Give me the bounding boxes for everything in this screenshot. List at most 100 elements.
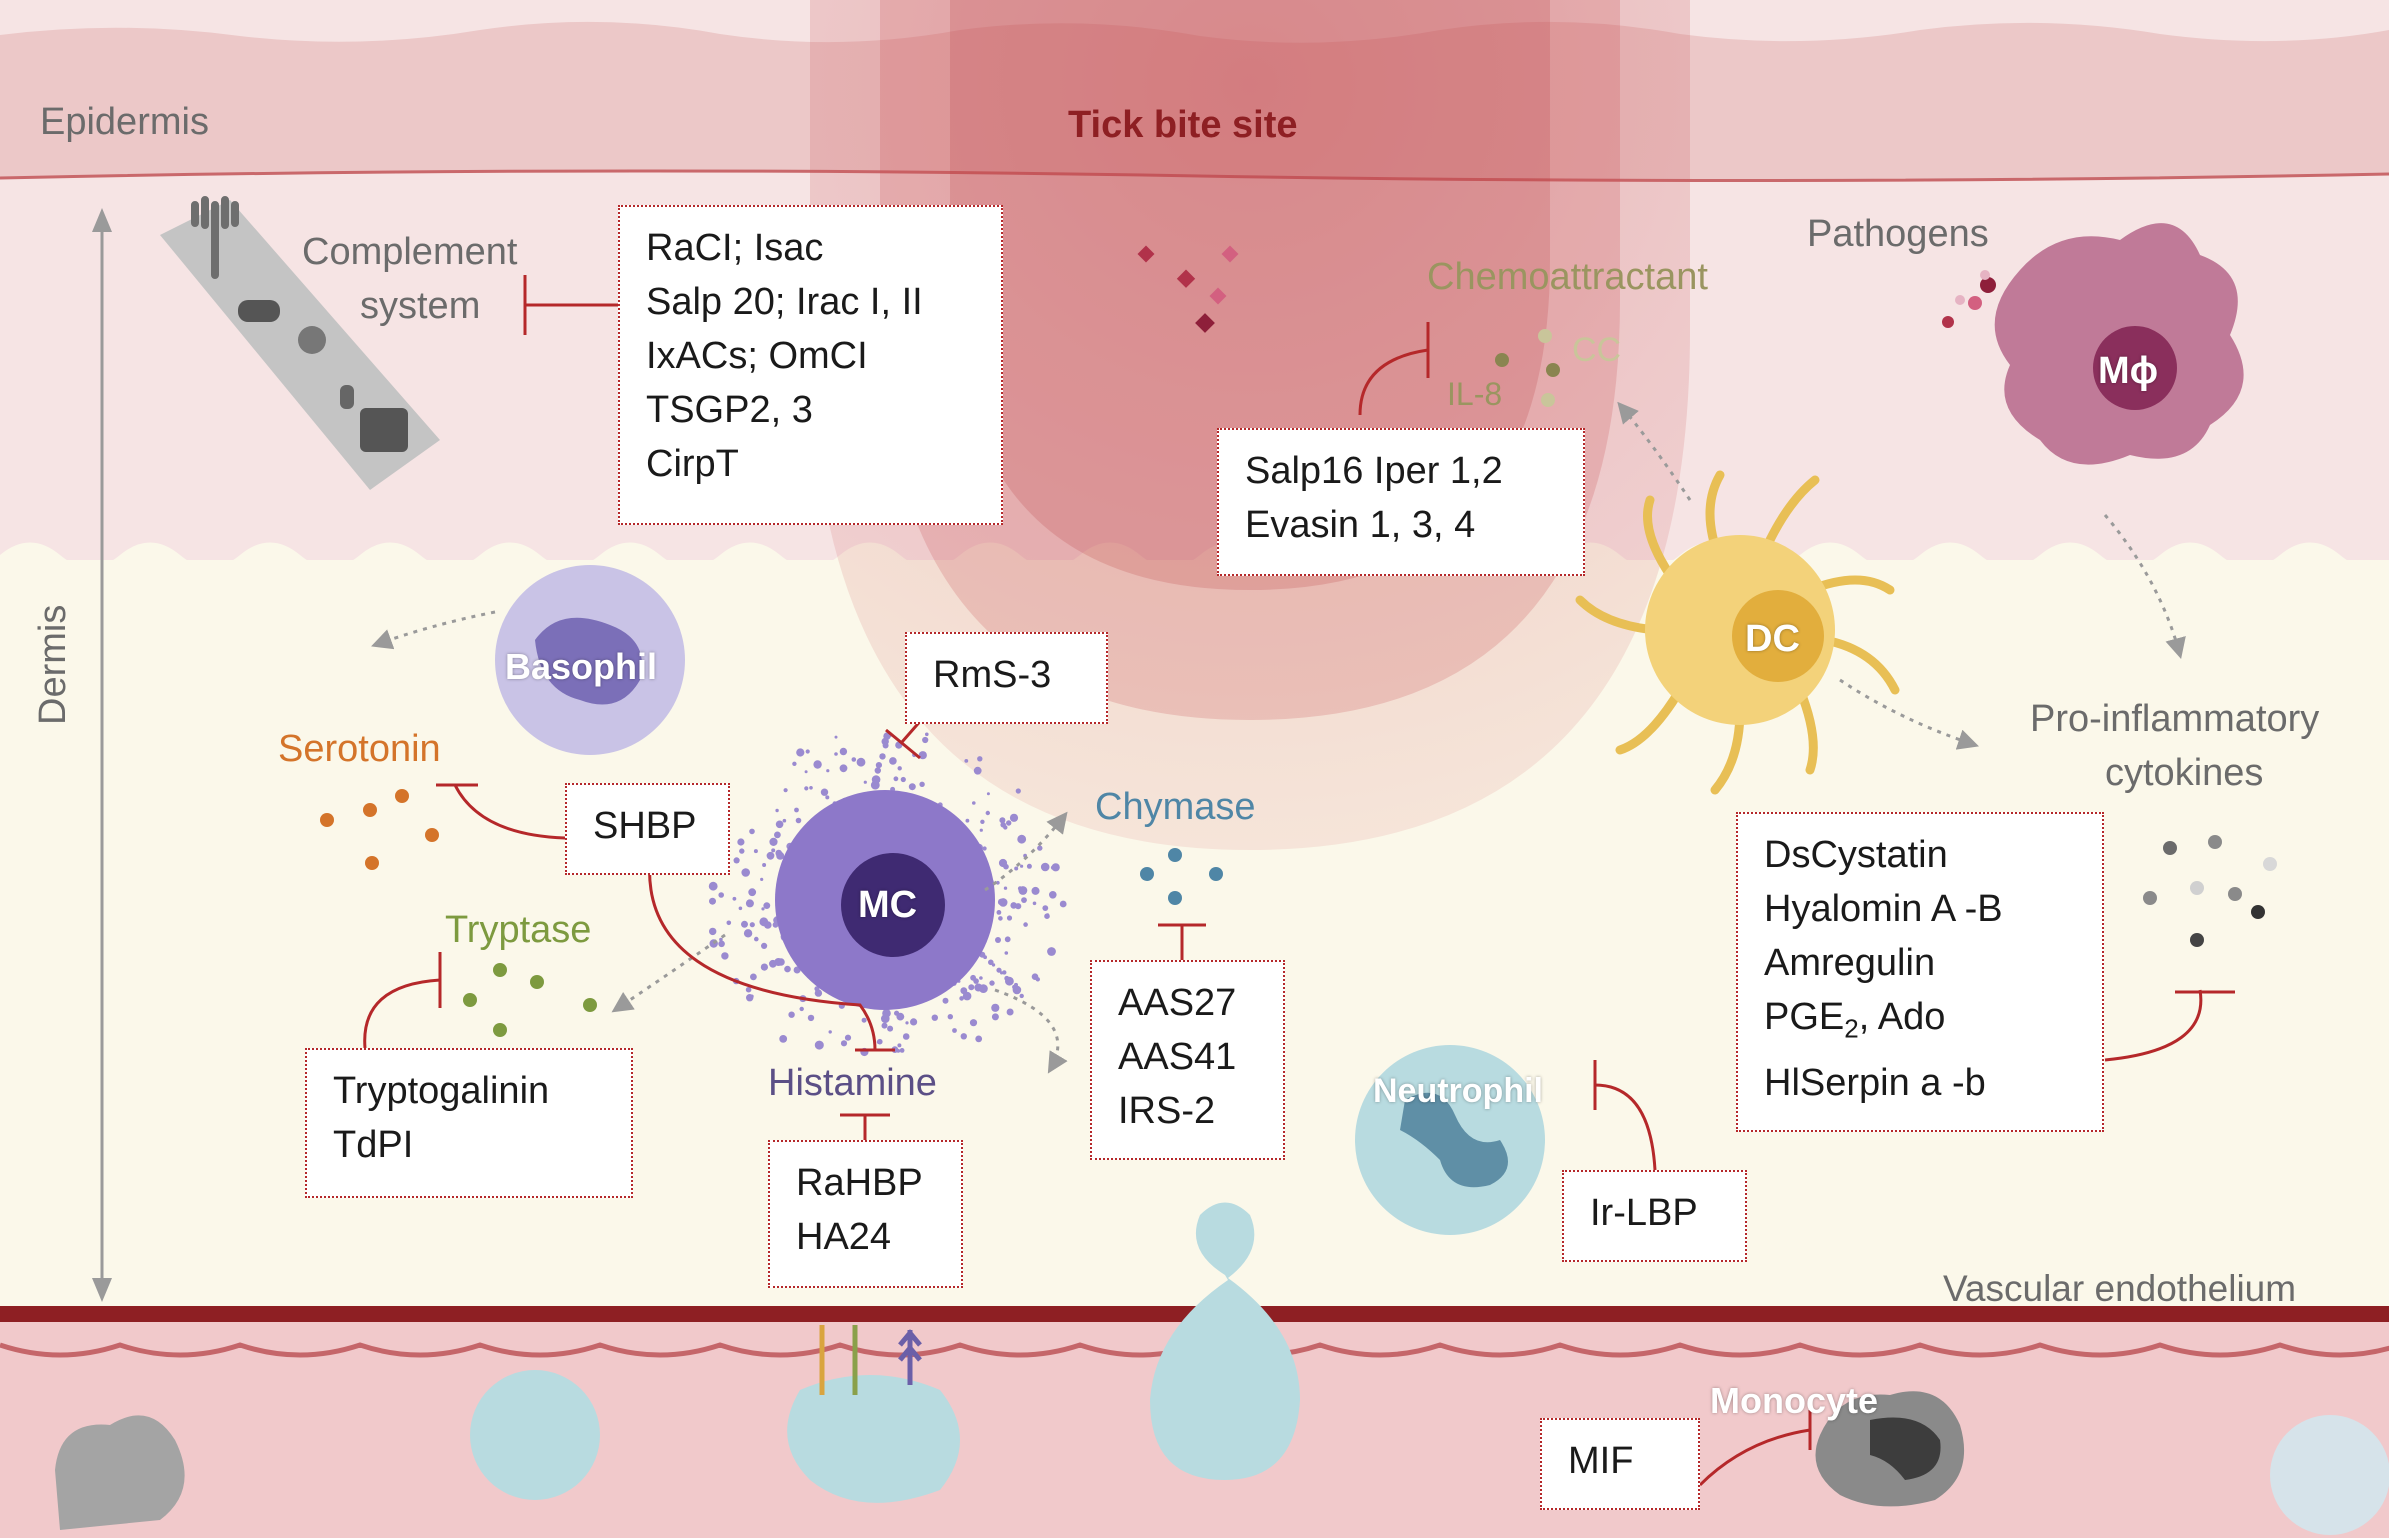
box-line: Tryptogalinin	[333, 1070, 550, 1112]
granule	[745, 986, 752, 993]
granule	[761, 907, 765, 911]
monocyte-label: Monocyte	[1710, 1380, 1879, 1421]
rms3-box: RmS-3	[905, 632, 1108, 724]
granule	[844, 1034, 852, 1041]
granule	[996, 910, 1002, 915]
granule	[897, 1043, 902, 1048]
granule	[991, 963, 996, 967]
granule	[759, 917, 769, 927]
granule	[918, 751, 927, 760]
granule	[775, 808, 779, 813]
box-line: PGE2, Ado	[1764, 990, 2076, 1056]
complement-label-line1: Complement	[302, 231, 518, 273]
basophil-nucleus	[535, 617, 642, 705]
granule	[763, 902, 771, 909]
granule	[1059, 900, 1067, 908]
il8-label: IL-8	[1447, 376, 1503, 412]
granule	[998, 898, 1008, 907]
granule	[991, 1013, 999, 1021]
granule	[1037, 845, 1043, 851]
box-line: Amregulin	[1764, 942, 1936, 984]
serotonin-dots	[320, 789, 439, 870]
granule	[1004, 951, 1009, 955]
granule	[889, 757, 897, 765]
granule	[839, 764, 848, 773]
granule	[708, 881, 718, 891]
ado-text: , Ado	[1858, 996, 1946, 1038]
granule	[834, 735, 838, 739]
granule	[989, 980, 995, 986]
granule	[965, 818, 970, 823]
granule	[959, 996, 964, 1001]
box-line: IRS-2	[1118, 1090, 1216, 1132]
ir-lbp-box: Ir-LBP	[1562, 1170, 1747, 1262]
granule	[741, 920, 748, 928]
box-line: Salp 20; Irac I, II	[646, 281, 923, 323]
granule	[769, 959, 777, 968]
granule	[876, 1040, 881, 1044]
granule	[973, 978, 979, 984]
pro-inflammatory-label-line2: cytokines	[2105, 752, 2264, 794]
mast-cell-nucleus	[841, 853, 945, 957]
granule	[1019, 993, 1024, 999]
box-line: IxACs; OmCI	[646, 335, 868, 377]
pge-text: PGE	[1764, 996, 1845, 1038]
granule	[748, 888, 757, 897]
granule	[1050, 865, 1056, 870]
granule	[754, 936, 759, 942]
granule	[969, 1019, 978, 1027]
granule	[1015, 903, 1022, 910]
granule	[1032, 901, 1037, 906]
granule	[766, 851, 775, 860]
box-line: SHBP	[593, 805, 697, 847]
granule	[739, 848, 745, 854]
granule	[988, 959, 994, 966]
granule	[1000, 971, 1004, 975]
tryptase-dots	[463, 963, 597, 1037]
granule	[834, 752, 838, 756]
granule	[902, 1033, 910, 1040]
vascular-endothelium-label: Vascular endothelium	[1943, 1268, 2297, 1309]
granule	[1012, 985, 1022, 995]
granule	[726, 920, 732, 926]
granule	[998, 916, 1003, 921]
granule	[881, 1014, 890, 1023]
granule	[960, 1033, 967, 1040]
granule	[718, 940, 725, 948]
granule	[1006, 1008, 1014, 1016]
monocyte-nucleus	[1870, 1417, 1941, 1480]
vessel-mast-like-cell	[787, 1375, 960, 1503]
chymase-dots	[1140, 848, 1223, 905]
granule	[1049, 891, 1057, 899]
granule	[931, 1014, 938, 1021]
granule	[863, 780, 867, 784]
granule	[879, 753, 886, 760]
granule	[919, 781, 925, 787]
box-line: RmS-3	[933, 654, 1052, 696]
granule	[1042, 905, 1049, 911]
granule	[986, 792, 990, 796]
box-line: TSGP2, 3	[646, 389, 813, 431]
granule	[910, 1018, 918, 1026]
vessel-cell-grey	[55, 1415, 185, 1530]
chymase-label: Chymase	[1095, 786, 1256, 828]
granule	[898, 1014, 905, 1020]
granule	[732, 896, 737, 901]
granule	[769, 837, 778, 847]
granule	[839, 747, 848, 756]
box-line: HA24	[796, 1216, 892, 1258]
granule	[899, 1048, 905, 1053]
box-line: Evasin 1, 3, 4	[1245, 504, 1476, 546]
box-line: Salp16 Iper 1,2	[1245, 450, 1503, 492]
granule	[977, 756, 983, 762]
granule	[805, 749, 810, 754]
dermis-label: Dermis	[32, 604, 74, 725]
granule	[983, 955, 987, 960]
granule	[750, 973, 757, 981]
granule	[925, 732, 929, 737]
granule	[718, 892, 724, 898]
macrophage-label: Mϕ	[2098, 350, 2159, 392]
granule	[975, 1035, 983, 1043]
histamine-label: Histamine	[768, 1062, 937, 1104]
granule	[998, 858, 1008, 868]
